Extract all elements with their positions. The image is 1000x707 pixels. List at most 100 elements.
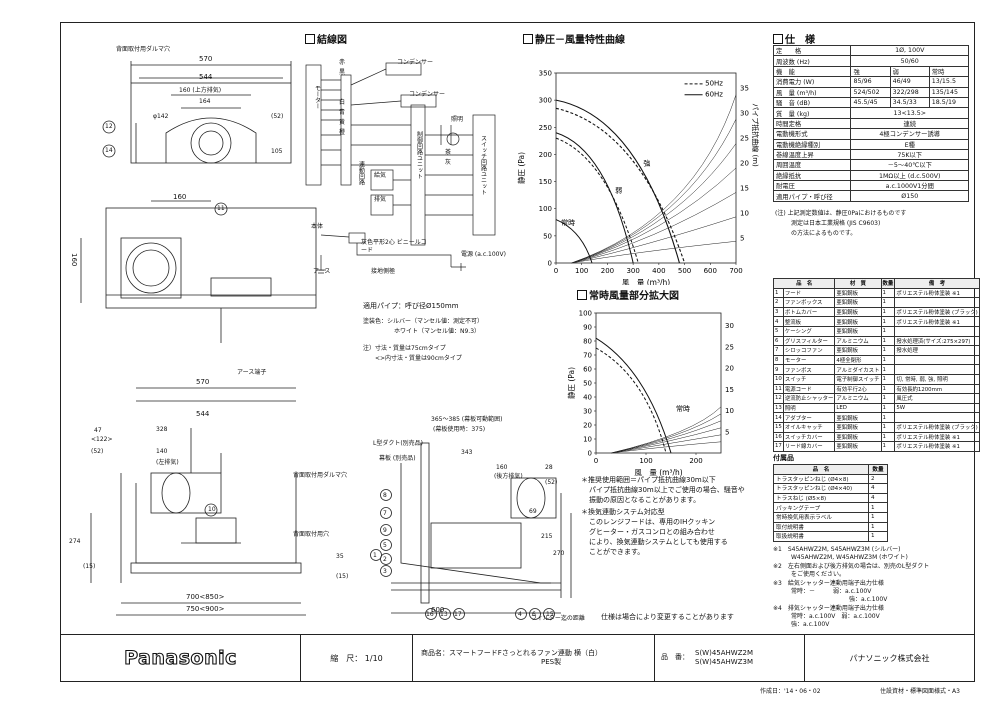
product-label: 商品名： [421,648,449,657]
dim-160-mid: 160 [173,193,187,201]
parts-cell: 2 [773,297,784,308]
balloon-5: 5 [383,542,387,549]
strong-50hz-curve [555,107,686,264]
remark-3b: 強：a.c.100V [849,596,888,603]
spec-key: 巻線温度上昇 [772,148,852,161]
system-note-1: ＊換気連動システム対応型 [581,508,665,516]
parts-cell: 9 [773,364,784,375]
accessories-cell: 4 [868,483,888,494]
product-outline-drawings [80,61,317,616]
system-note-3: グヒーター・ガスコンロとの組み合わせ [589,528,715,536]
parts-cell: シロッコファン [782,345,836,356]
dim-215: 215 [541,533,553,540]
y2-tick-label: 25 [725,343,734,351]
spec-value: 弱 [889,65,930,78]
accessories-cell: 1 [868,511,888,523]
parts-cell: 亜鉛鋼板 [834,287,882,299]
accessories-title: 付属品 [773,454,794,462]
dim-122: <122> [91,436,113,443]
parts-cell: フード [782,287,836,299]
parts-cell: 切, 常時, 弱, 強, 照明 [894,373,980,385]
parts-cell: 亜鉛鋼板 [834,316,882,327]
balloon-10: 10 [208,506,216,513]
remark-1b: W45AHWZ2M, W45AHWZ3M (ホワイト) [791,554,908,561]
normal-curve [555,219,593,264]
y-tick-label: 0 [588,450,592,458]
dim-160-vertical: 160 [70,253,79,267]
accessories-header: 品 名 [772,464,870,475]
ground-side-label: 接地側極 [371,268,396,275]
strong-label: 強 [643,159,650,167]
pipe-resistance-curve [571,167,737,264]
spec-key: 耐電圧 [772,180,852,192]
remark-1: ※1 S45AHWZ2M, S45AHWZ3M (シルバー) [773,546,901,553]
parts-cell: 16 [773,431,784,443]
parts-cell: 1 [880,421,896,433]
parts-cell: 4極全閉形 [834,354,882,366]
spec-key: 騒 音 (dB) [772,96,852,109]
x-axis-label: 風 量 (m³/h) [634,468,682,477]
change-note: 仕様は場合により変更することがあります [601,613,734,621]
parts-cell: 14 [773,412,784,423]
accessories-cell: 取扱説明書 [772,531,870,542]
wiring-diagram [305,62,496,274]
spec-key: 時間定格 [772,117,852,130]
parts-cell: 亜鉛鋼板 [834,412,882,423]
balloon-13: 13 [440,611,448,618]
parts-cell: 1 [880,325,896,337]
remark-4: ※4 排気シャッター連動用端子出力仕様 [773,605,884,612]
y-tick-label: 350 [539,70,552,78]
parts-cell: 亜鉛鋼板 [834,297,882,308]
balloon-11: 11 [217,205,225,212]
remark-4b: 強：a.c.100V [791,621,830,628]
parts-cell: 13 [773,402,784,414]
spec-value: 強 [850,65,891,78]
dim-28: 28 [545,464,553,471]
drawing-sheet: 背面取付用ダルマ穴 570 544 160 (上方排気) 164 φ142 (5… [60,22,980,682]
model-label: 品 番： [661,653,689,662]
accessories-header: 数量 [868,464,888,475]
parts-cell: 1 [880,441,896,452]
accessories-cell: 1 [868,531,888,542]
y2-tick-label: 30 [740,110,749,118]
curve-title: 静圧－風量特性曲線 [523,31,625,46]
parts-cell: アルミニウム [834,393,882,404]
remark-2: ※2 左右側面および後方排気の場合は、別売のL型ダクト [773,563,930,570]
x-axis-label: 風 量 (m³/h) [622,278,670,285]
front-hole-label-2: 背面取付用穴 [293,531,330,538]
balloon-7: 7 [383,510,387,517]
y-tick-label: 90 [583,324,592,332]
dimension-note-2: <>内寸法・質量は90cmタイプ [375,355,462,362]
scale-label: 縮 尺： [330,653,363,663]
y-tick-label: 50 [543,232,552,240]
remark-3a: 常時：－ 弱：a.c.100V [791,588,872,595]
spec-row: 時間定格連続 [772,117,969,130]
system-note-5: ことができます。 [589,548,645,556]
parts-cell: ケーシング [782,325,836,337]
spec-value: 45.5/45 [850,96,891,109]
accessories-cell: 常時換気用表示ラベル [772,511,870,523]
y-tick-label: 30 [583,408,592,416]
dim-35: 35 [336,553,344,560]
pipe-resistance-curve [610,427,722,454]
wire-color-orange: 橙 [339,129,346,136]
parts-cell: ポリエステル粉体塗装 (ブラック) [894,306,980,318]
y-tick-label: 50 [583,380,592,388]
parts-cell: 亜鉛鋼板 [834,441,882,452]
pipe-resistance-curve [571,216,737,264]
pipe-resistance-curve [571,241,737,264]
pipe-note: 適用パイプ：呼び径Ø150mm [363,302,459,310]
dim-140: 140 [156,448,168,455]
dim-600: 600 [431,606,445,614]
